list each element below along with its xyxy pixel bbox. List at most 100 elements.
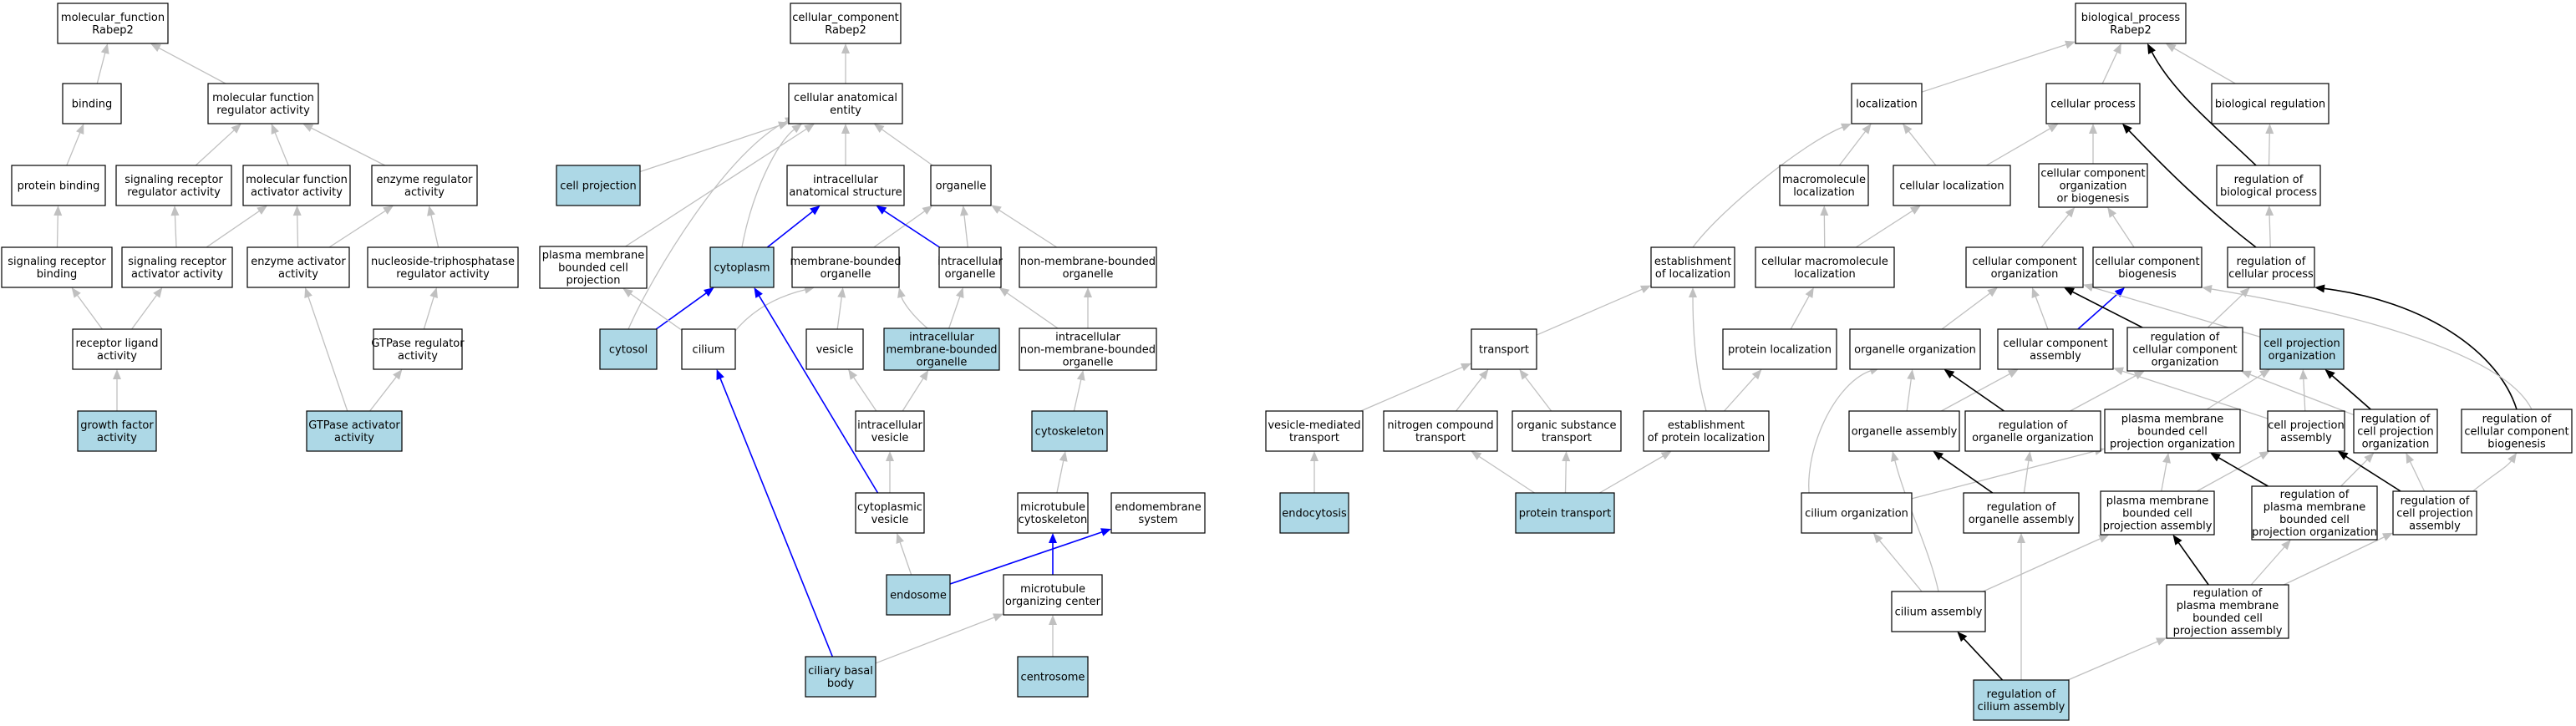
edge-mt_cytosk-to-cytoskeleton <box>1056 451 1068 494</box>
node-localization[interactable]: localization <box>1851 83 1923 124</box>
node-binding[interactable]: binding <box>62 83 122 124</box>
node-label-line: cellular localization <box>1899 180 2004 193</box>
edge-cell_loc-to-cell_process <box>1986 124 2059 166</box>
edge-ccob-to-cell_process <box>2089 124 2097 164</box>
node-org-org[interactable]: organelle organization <box>1849 328 1981 370</box>
node-transport[interactable]: transport <box>1471 328 1537 370</box>
edge-ic_mbo-to-ic_org <box>948 287 964 329</box>
node-vesicle[interactable]: vesicle <box>805 328 864 370</box>
node-label-line: bounded cell <box>2137 426 2208 439</box>
node-cell-process[interactable]: cellular process <box>2045 83 2141 124</box>
node-label-line: intracellular <box>857 419 922 432</box>
node-protein-binding[interactable]: protein binding <box>11 165 106 206</box>
node-label-line: biogenesis <box>2487 439 2546 451</box>
node-cell-loc[interactable]: cellular localization <box>1893 165 2011 206</box>
node-cell-proj[interactable]: cell projection <box>556 165 641 206</box>
node-org-assembly[interactable]: organelle assembly <box>1848 410 1960 452</box>
node-box <box>805 656 876 698</box>
edge-pm_proj-to-cae <box>625 124 815 247</box>
node-cilium[interactable]: cilium <box>681 328 736 370</box>
node-label-line: macromolecule <box>1782 174 1866 186</box>
node-endosome[interactable]: endosome <box>886 574 951 616</box>
node-endocytosis[interactable]: endocytosis <box>1279 492 1349 534</box>
edge-reg_cp_org-to-cp_org <box>2324 369 2371 410</box>
node-cytoplasm[interactable]: cytoplasm <box>709 246 775 288</box>
node-label-line: non-membrane-bounded <box>1020 256 1156 268</box>
node-ic-nmbo[interactable]: intracellularnon-membrane-boundedorganel… <box>1019 327 1157 371</box>
node-label-line: growth factor <box>80 419 154 432</box>
node-organelle[interactable]: organelle <box>930 165 992 206</box>
node-box <box>2100 490 2215 536</box>
edge-reg_cc_bio-to-reg_cp <box>2314 284 2518 410</box>
node-cytosol[interactable]: cytosol <box>599 328 658 370</box>
edge-cell_loc-to-localization <box>1903 124 1937 166</box>
node-cilium-org[interactable]: cilium organization <box>1801 492 1913 534</box>
node-prot-trans[interactable]: protein transport <box>1515 492 1615 534</box>
node-cytoskeleton[interactable]: cytoskeleton <box>1031 410 1108 452</box>
node-box <box>539 246 648 289</box>
edge-cytoplasm-to-ias <box>766 206 821 248</box>
node-label-line: organelle <box>945 268 996 281</box>
node-bio-reg[interactable]: biological regulation <box>2211 83 2330 124</box>
node-label-line: cellular_component <box>792 12 899 24</box>
node-cilium-assembly[interactable]: cilium assembly <box>1891 591 1986 632</box>
node-centrosome[interactable]: centrosome <box>1017 656 1089 698</box>
node-prot-loc[interactable]: protein localization <box>1722 328 1837 370</box>
edge-cyto_vesicle-to-cytoplasm <box>754 287 879 494</box>
